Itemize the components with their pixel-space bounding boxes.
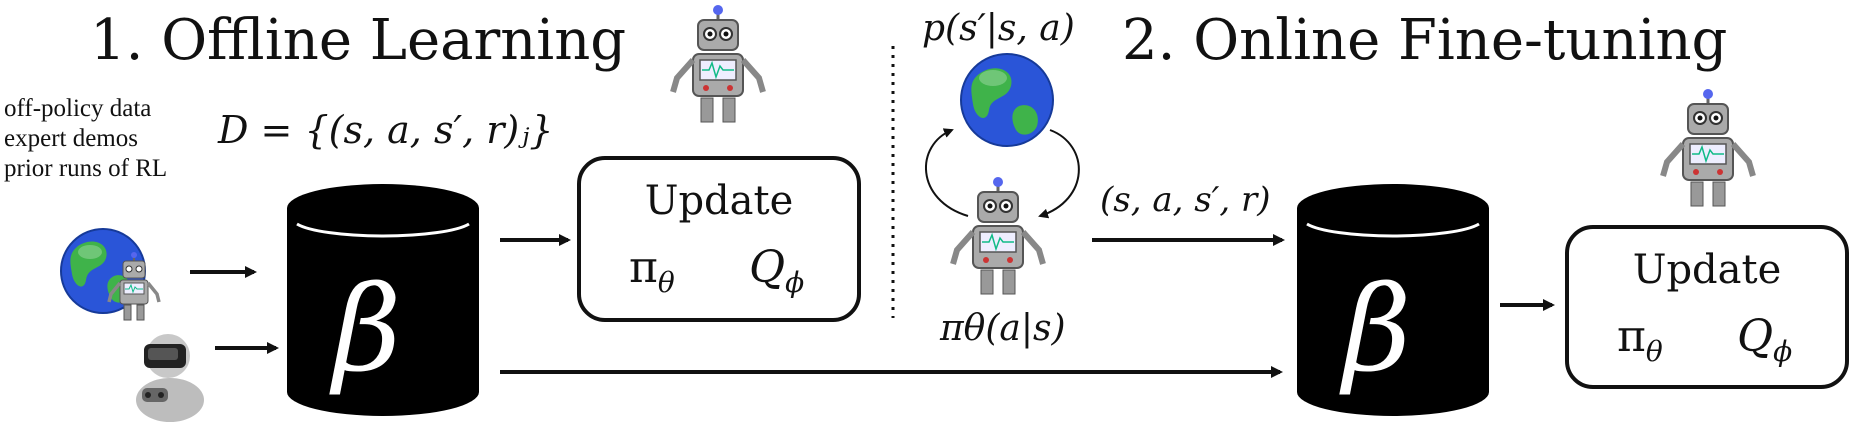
loop-arrow-right xyxy=(1038,129,1080,219)
transition-label: (s, a, s′, r) xyxy=(1100,180,1271,220)
offline-q-symbol: Qϕ xyxy=(749,242,805,299)
online-update-title: Update xyxy=(1632,247,1782,293)
dynamics-label: p(s′|s, a) xyxy=(922,8,1075,49)
environment-globe-icon xyxy=(960,53,1054,147)
offline-update-title: Update xyxy=(644,178,794,224)
online-update-box: Update πθ Qϕ xyxy=(1565,225,1849,389)
robot-icon-offline xyxy=(670,5,766,123)
source-expert-demos: expert demos xyxy=(4,125,138,152)
offline-update-box: Update πθ Qϕ xyxy=(577,156,861,322)
robot-icon-online xyxy=(1660,89,1756,207)
loop-arrow-left xyxy=(924,128,969,217)
offline-replay-buffer xyxy=(287,184,479,416)
policy-label: πθ(a|s) xyxy=(940,308,1066,349)
offline-buffer-symbol: β xyxy=(333,260,402,398)
online-buffer-symbol: β xyxy=(1343,260,1412,398)
online-replay-buffer xyxy=(1297,184,1489,416)
online-policy-symbol: πθ xyxy=(1617,311,1663,368)
source-prior-runs: prior runs of RL xyxy=(4,155,168,182)
dataset-label: D = {(s, a, s′, r)ⱼ} xyxy=(218,108,554,152)
online-q-symbol: Qϕ xyxy=(1737,311,1793,368)
source-off-policy: off-policy data xyxy=(4,95,152,122)
online-finetuning-title: 2. Online Fine-tuning xyxy=(1122,8,1728,73)
source-list: off-policy data expert demos prior runs … xyxy=(4,94,167,184)
offline-learning-title: 1. Offline Learning xyxy=(90,8,627,73)
small-robot-icon xyxy=(107,252,161,321)
vr-human-icon xyxy=(136,334,204,422)
offline-policy-symbol: πθ xyxy=(629,242,675,299)
robot-agent-icon xyxy=(950,177,1046,295)
